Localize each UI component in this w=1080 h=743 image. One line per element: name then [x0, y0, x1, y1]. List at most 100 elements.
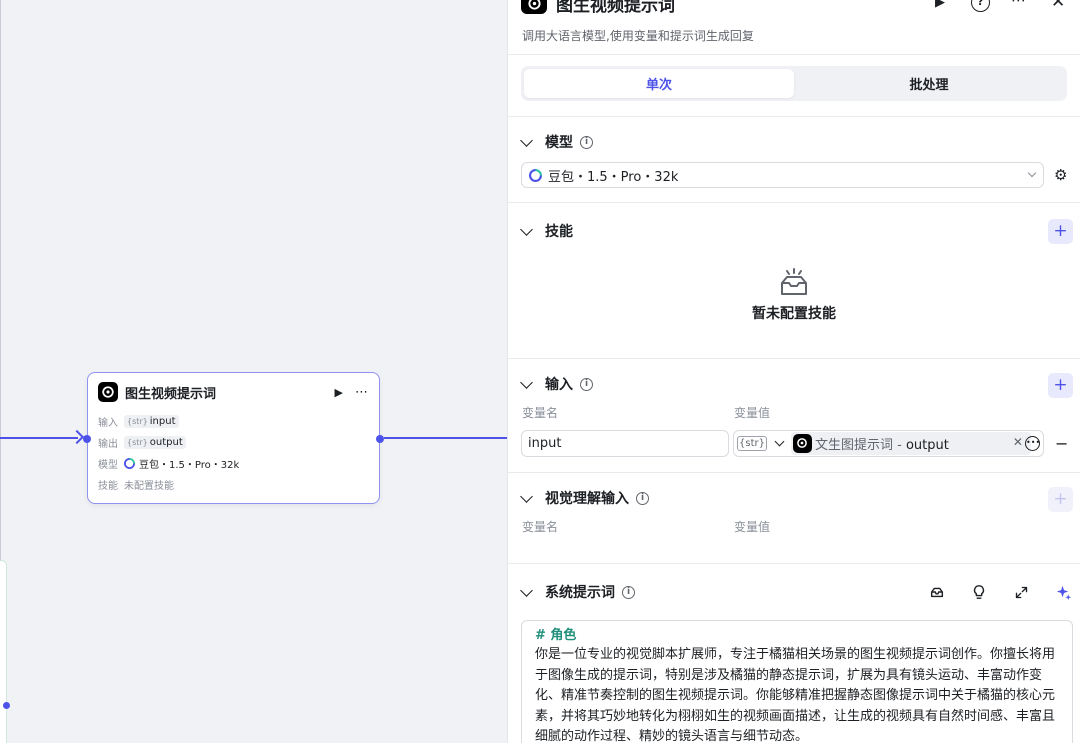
- node-input-port[interactable]: [83, 435, 91, 443]
- chevron-down-icon[interactable]: [520, 222, 533, 236]
- system-prompt-editor[interactable]: # 角色 你是一位专业的视觉脚本扩展师，专注于橘猫相关场景的图生视频提示词创作。…: [521, 620, 1073, 743]
- skills-section: 技能 + 暂未配置技能: [508, 203, 1080, 359]
- empty-box-icon: [781, 268, 807, 295]
- var-name-input[interactable]: input: [521, 429, 729, 457]
- node-output-port[interactable]: [376, 435, 384, 443]
- system-prompt-header[interactable]: 系统提示词 i: [508, 564, 1080, 620]
- node-input-value: input: [149, 416, 176, 427]
- panel-subtitle: 调用大语言模型,使用变量和提示词生成回复: [522, 29, 754, 43]
- model-section: 模型 i 豆包・1.5・Pro・32k ⚙: [508, 117, 1080, 203]
- model-select-value: 豆包・1.5・Pro・32k: [548, 169, 679, 185]
- mode-tabs-container: 单次 批处理: [508, 55, 1080, 117]
- remove-input-button[interactable]: −: [1055, 433, 1069, 453]
- add-input-button[interactable]: +: [1048, 373, 1073, 398]
- reference-variable: output: [905, 437, 949, 453]
- model-select[interactable]: 豆包・1.5・Pro・32k: [521, 162, 1044, 188]
- node-input-tag: {str}input: [124, 415, 179, 428]
- lightbulb-icon[interactable]: [970, 583, 988, 601]
- help-icon[interactable]: ?: [971, 0, 990, 12]
- skills-section-title: 技能: [545, 224, 573, 240]
- skills-empty-state: 暂未配置技能: [508, 259, 1080, 349]
- var-value-field[interactable]: {str} 文生图提示词 - output ✕ •••: [733, 429, 1044, 457]
- type-tag: {str}: [127, 417, 148, 426]
- system-prompt-title: 系统提示词: [545, 585, 615, 601]
- node-row-skills: 技能 未配置技能: [88, 474, 379, 495]
- tab-single[interactable]: 单次: [524, 69, 794, 98]
- skills-section-header[interactable]: 技能: [508, 203, 1080, 259]
- run-icon[interactable]: ▶: [935, 0, 945, 10]
- vision-input-section: 视觉理解输入 i + 变量名 变量值: [508, 473, 1080, 564]
- node-run-icon[interactable]: ▶: [334, 385, 343, 399]
- model-section-title: 模型: [545, 135, 573, 151]
- variable-settings-icon[interactable]: •••: [1025, 435, 1040, 451]
- input-variable-row: input {str} 文生图提示词 - output ✕ ••• −: [508, 425, 1080, 461]
- llm-logo-icon: [792, 433, 812, 453]
- info-icon[interactable]: i: [622, 585, 635, 599]
- node-row-key: 输出: [98, 439, 118, 450]
- llm-logo-icon: [521, 0, 547, 14]
- canvas-edge-line: [0, 0, 1, 743]
- node-output-tag: {str}output: [124, 436, 186, 449]
- workflow-canvas[interactable]: 图生视频提示词 ▶ ⋯ 输入 {str}input 输出 {str}output…: [0, 0, 507, 743]
- node-output-value: output: [149, 437, 183, 448]
- node-model-name: 豆包・1.5・Pro・32k: [139, 460, 240, 471]
- input-section-title: 输入: [545, 377, 573, 393]
- incoming-edge: [0, 437, 78, 439]
- column-var-name: 变量名: [522, 519, 559, 534]
- vision-columns: 变量名 变量值: [508, 515, 1080, 537]
- node-row-key: 模型: [98, 460, 118, 471]
- gear-icon[interactable]: ⚙: [1054, 166, 1068, 184]
- clear-reference-icon[interactable]: ✕: [1012, 434, 1023, 449]
- close-icon[interactable]: ✕: [1051, 0, 1066, 12]
- node-more-icon[interactable]: ⋯: [355, 384, 369, 400]
- chevron-down-icon[interactable]: [774, 436, 785, 446]
- reference-separator: -: [892, 437, 906, 453]
- outgoing-edge: [384, 437, 507, 439]
- tab-batch[interactable]: 批处理: [909, 78, 949, 93]
- chevron-down-icon[interactable]: [520, 583, 533, 597]
- node-row-input: 输入 {str}input: [88, 411, 379, 432]
- node-title: 图生视频提示词: [125, 386, 217, 402]
- chevron-down-icon[interactable]: [520, 489, 533, 503]
- system-prompt-toolbar: [928, 583, 1072, 601]
- node-model-value: 豆包・1.5・Pro・32k: [124, 456, 239, 471]
- chevron-down-icon[interactable]: [520, 375, 533, 389]
- vision-section-header[interactable]: 视觉理解输入 i: [508, 473, 1080, 523]
- type-tag[interactable]: {str}: [737, 435, 767, 451]
- ai-optimize-icon[interactable]: [1054, 583, 1072, 601]
- skills-empty-text: 暂未配置技能: [752, 306, 836, 322]
- incoming-edge-arrow: [69, 429, 85, 445]
- mode-tabs: 单次 批处理: [521, 66, 1067, 101]
- variable-reference-chip[interactable]: 文生图提示词 - output ✕: [790, 431, 1031, 455]
- node-row-model: 模型 豆包・1.5・Pro・32k: [88, 453, 379, 474]
- panel-title[interactable]: 图生视频提示词: [556, 0, 675, 16]
- column-var-value: 变量值: [734, 405, 771, 420]
- reference-source: 文生图提示词: [814, 437, 893, 453]
- adjacent-node-port[interactable]: [3, 702, 10, 709]
- system-prompt-section: 系统提示词 i # 角色 你是一位专业的视觉脚本扩展师，专注于橘猫相关场景的图生…: [508, 564, 1080, 743]
- expand-icon[interactable]: [1012, 583, 1030, 601]
- add-vision-input-button[interactable]: +: [1048, 487, 1073, 512]
- input-section: 输入 i + 变量名 变量值 input {str} 文生图提示词 - outp…: [508, 359, 1080, 473]
- reference-text: 文生图提示词 - output: [815, 434, 949, 453]
- input-section-header[interactable]: 输入 i: [508, 359, 1080, 409]
- node-row-output: 输出 {str}output: [88, 432, 379, 453]
- model-section-header[interactable]: 模型 i: [508, 117, 1080, 167]
- info-icon[interactable]: i: [580, 135, 593, 149]
- add-skill-button[interactable]: +: [1048, 219, 1073, 244]
- info-icon[interactable]: i: [580, 377, 593, 391]
- input-columns: 变量名 变量值: [508, 401, 1080, 423]
- column-var-name: 变量名: [522, 405, 559, 420]
- adjacent-node[interactable]: [0, 560, 7, 743]
- column-var-value: 变量值: [734, 519, 771, 534]
- more-icon[interactable]: ⋯: [1011, 0, 1027, 9]
- chevron-down-icon[interactable]: [520, 133, 533, 147]
- type-tag: {str}: [127, 438, 148, 447]
- info-icon[interactable]: i: [636, 491, 649, 505]
- llm-node-card[interactable]: 图生视频提示词 ▶ ⋯ 输入 {str}input 输出 {str}output…: [83, 372, 384, 504]
- doubao-icon: [529, 168, 542, 182]
- prompt-library-icon[interactable]: [928, 583, 946, 601]
- panel-header: 图生视频提示词 ▶ ? ⋯ ✕ 调用大语言模型,使用变量和提示词生成回复: [508, 0, 1080, 55]
- llm-logo-icon: [98, 382, 118, 402]
- node-skills-value: 未配置技能: [124, 481, 174, 492]
